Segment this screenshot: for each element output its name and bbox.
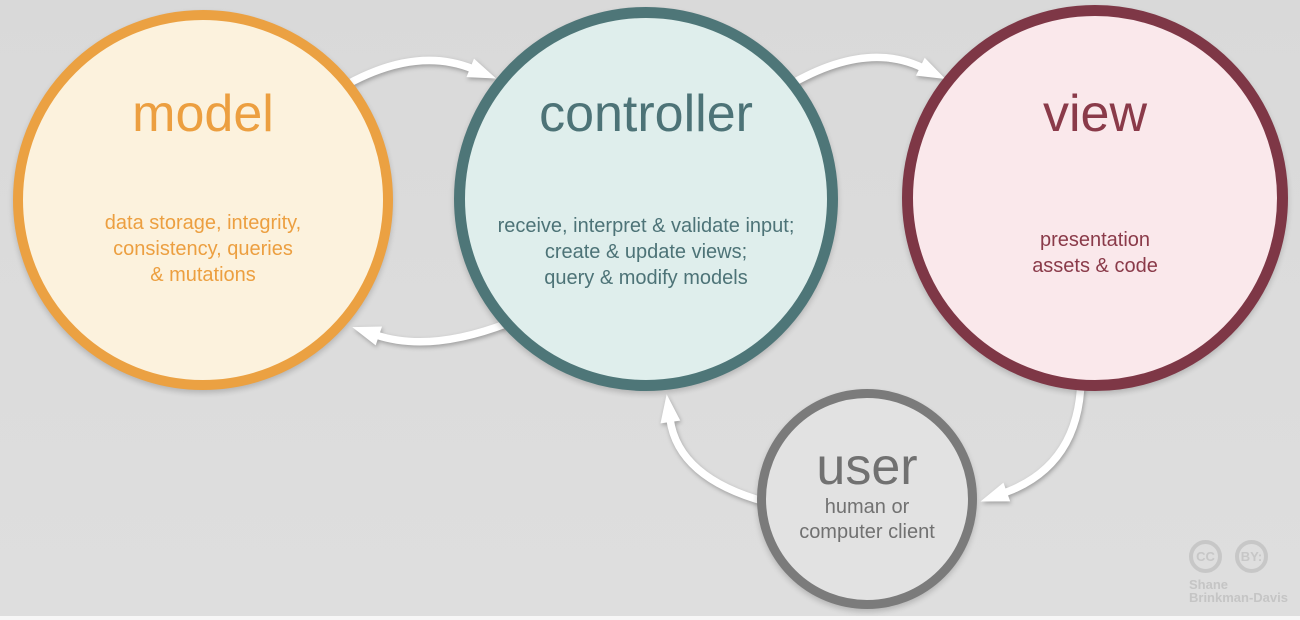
author-name: Shane Brinkman-Davis (1189, 578, 1288, 604)
node-view-title: view (1042, 85, 1148, 143)
author-name-line2: Brinkman-Davis (1189, 590, 1288, 605)
node-model-circle (13, 10, 393, 390)
arrow-view-to-user (980, 379, 1085, 502)
node-user-circle (757, 389, 977, 609)
arrow-user-to-controller (660, 394, 767, 506)
cc-license-icon: CC (1189, 540, 1222, 573)
node-model-title: model (132, 85, 274, 143)
license-badges: CC BY: (1189, 540, 1288, 573)
node-view-circle (902, 5, 1288, 391)
bottom-edge-strip (0, 616, 1300, 620)
node-controller-title: controller (539, 85, 753, 143)
arrow-controller-to-view (786, 53, 946, 90)
arrow-controller-to-model (352, 319, 510, 346)
node-controller-circle (454, 7, 838, 391)
node-view-description: presentation assets & code (1032, 229, 1158, 277)
node-controller-description: receive, interpret & validate input; cre… (497, 215, 795, 289)
license-attribution: CC BY: Shane Brinkman-Davis (1189, 540, 1288, 604)
node-user-description: human or computer client (799, 496, 935, 543)
node-model-description: data storage, integrity, consistency, qu… (104, 212, 302, 286)
author-name-line1: Shane (1189, 577, 1229, 592)
node-user-title: user (816, 438, 918, 496)
by-license-icon: BY: (1235, 540, 1268, 573)
